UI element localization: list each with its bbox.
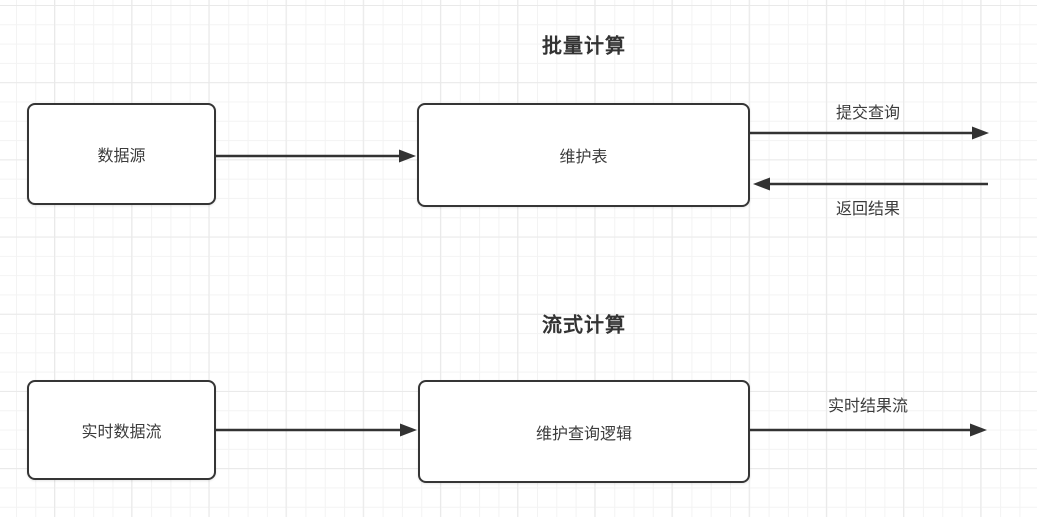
stream-source-box-label: 实时数据流: [81, 424, 162, 441]
stream-source-to-process-arrow[interactable]: [216, 423, 417, 437]
batch-source-box[interactable]: 数据源: [27, 103, 216, 205]
stream-process-box[interactable]: 维护查询逻辑: [418, 380, 750, 483]
realtime-result-arrow[interactable]: [750, 423, 987, 437]
stream-source-box[interactable]: 实时数据流: [27, 380, 216, 480]
batch-section-title: 批量计算: [542, 35, 626, 58]
batch-source-to-process-arrow[interactable]: [216, 149, 416, 163]
realtime-result-arrow-label: 实时结果流: [827, 398, 909, 415]
submit-query-arrow[interactable]: [750, 126, 989, 140]
stream-section-title: 流式计算: [542, 314, 626, 337]
return-result-arrow-label: 返回结果: [835, 201, 901, 218]
return-result-arrow[interactable]: [753, 177, 988, 191]
submit-query-arrow-label: 提交查询: [835, 105, 901, 122]
batch-process-box[interactable]: 维护表: [417, 103, 750, 207]
batch-source-box-label: 数据源: [97, 148, 146, 165]
batch-process-box-label: 维护表: [559, 149, 608, 166]
stream-process-box-label: 维护查询逻辑: [535, 425, 632, 443]
